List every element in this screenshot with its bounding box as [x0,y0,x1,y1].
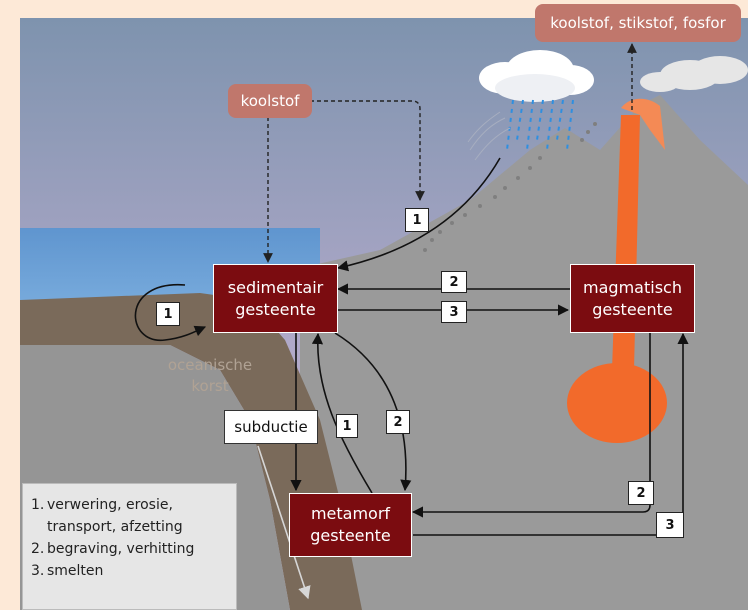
magma-chamber [567,363,667,443]
process-number-2-bottom: 2 [628,481,654,505]
oceanic-crust [20,293,362,610]
oceanic-crust-label: oceanische korst [167,356,253,395]
igneous-rock-box: magmatisch gesteente [570,264,695,333]
legend-number: 2. [31,541,45,557]
subduction-direction-arrow [257,445,311,600]
emitted-elements-label: koolstof, stikstof, fosfor [535,4,741,42]
carbon-to-ocean-arrow [310,100,425,201]
cloud-rain [479,50,594,102]
igneous-to-metamorphic-arrow [411,333,651,518]
lava-flow [621,98,665,150]
rain [506,99,574,151]
process-number-2-metamorphic: 2 [386,410,410,434]
process-number-3-bottom: 3 [656,512,684,538]
legend-text: smelten [47,563,104,579]
metamorphic-to-sedimentary-arrow [311,332,373,494]
legend-text: verwering, erosie, transport, afzetting [47,497,183,535]
sedimentary-rock-box: sedimentair gesteente [213,264,338,333]
sedimentary-to-metamorphic-arrow [334,332,412,492]
wind-lines [467,111,511,161]
legend-text: begraving, verhitting [47,541,195,557]
legend-number: 1. [31,497,45,513]
carbon-label: koolstof [228,84,312,118]
legend-item-1: 1. verwering, erosie, transport, afzetti… [31,494,228,538]
sediment-dots [423,122,597,252]
legend-item-2: 2. begraving, verhitting [31,538,228,560]
process-number-1-metamorphic: 1 [336,414,358,438]
process-number-1-erosion: 1 [405,208,429,232]
process-number-2-top: 2 [441,271,467,293]
legend-item-3: 3. smelten [31,560,228,582]
metamorphic-rock-box: metamorf gesteente [289,493,412,557]
sedimentary-loop-arrow [134,284,207,341]
subduction-label: subductie [224,410,318,444]
cloud-right [640,56,748,92]
erosion-to-sedimentary-arrow [336,157,501,272]
process-number-3-top: 3 [441,301,467,323]
process-number-1-loop: 1 [156,302,180,326]
legend-number: 3. [31,563,45,579]
legend: 1. verwering, erosie, transport, afzetti… [22,483,237,610]
